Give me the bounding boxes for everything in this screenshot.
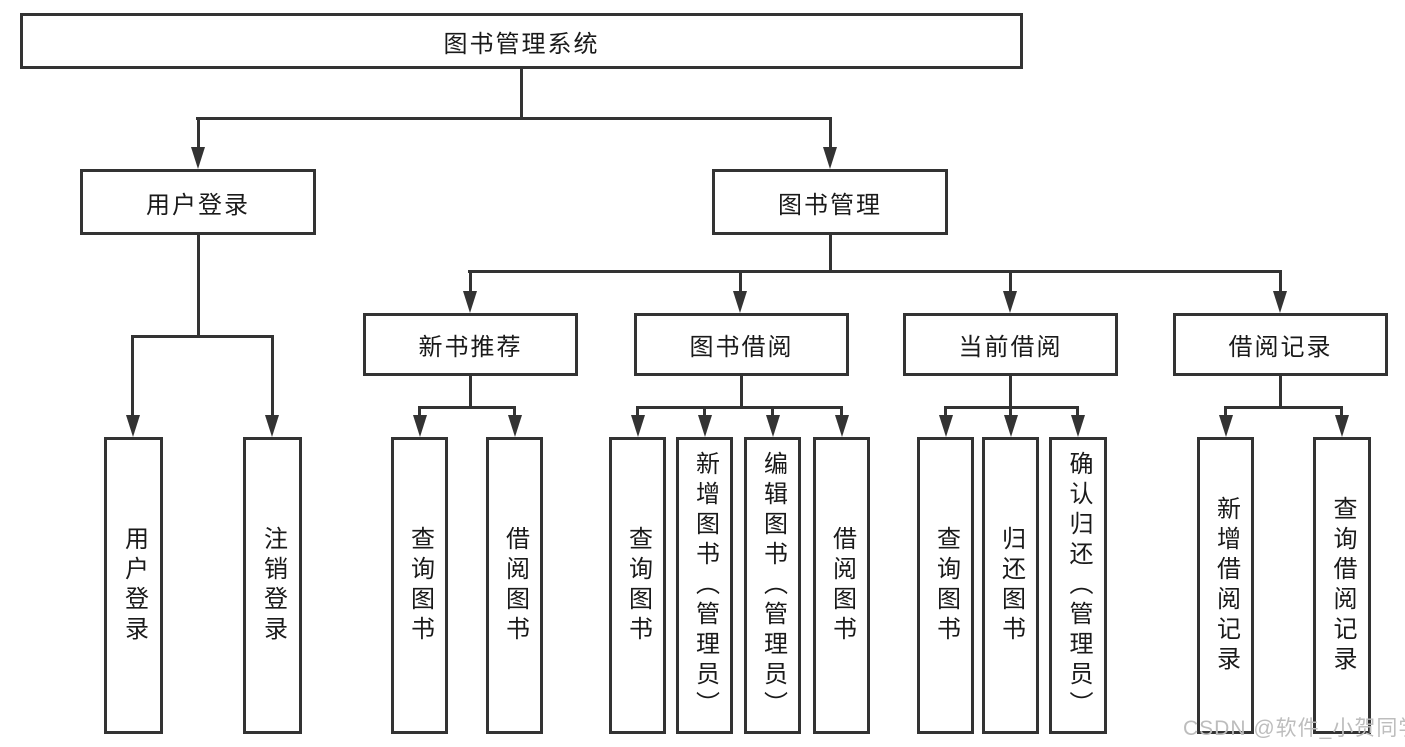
arrow-down-icon bbox=[1273, 291, 1287, 313]
connector-vline bbox=[197, 235, 200, 338]
leaf-records-query-record: 查询借阅记录 bbox=[1313, 437, 1371, 734]
connector-hline bbox=[196, 117, 832, 120]
leaf-borrowing-query-books: 查询图书 bbox=[609, 437, 666, 734]
arrow-down-icon bbox=[463, 291, 477, 313]
arrow-down-icon bbox=[1335, 415, 1349, 437]
connector-vline bbox=[513, 406, 516, 418]
arrow-down-icon bbox=[413, 415, 427, 437]
node-borrow-records: 借阅记录 bbox=[1173, 313, 1388, 376]
node-book-management: 图书管理 bbox=[712, 169, 948, 235]
node-current-borrowing: 当前借阅 bbox=[903, 313, 1118, 376]
connector-hline bbox=[418, 406, 516, 409]
arrow-down-icon bbox=[508, 415, 522, 437]
arrow-down-icon bbox=[1004, 415, 1018, 437]
connector-hline bbox=[131, 335, 274, 338]
leaf-recommend-query-books: 查询图书 bbox=[391, 437, 448, 734]
leaf-logout: 注销登录 bbox=[243, 437, 302, 734]
arrow-down-icon bbox=[126, 415, 140, 437]
connector-vline bbox=[829, 235, 832, 273]
connector-vline bbox=[418, 406, 421, 418]
connector-vline bbox=[469, 376, 472, 408]
connector-vline bbox=[636, 406, 639, 418]
connector-hline bbox=[468, 270, 1282, 273]
leaf-borrowing-add-books-admin: 新增图书（管理员） bbox=[676, 437, 733, 734]
arrow-down-icon bbox=[939, 415, 953, 437]
connector-vline bbox=[1279, 376, 1282, 408]
arrow-down-icon bbox=[265, 415, 279, 437]
connector-vline bbox=[271, 335, 274, 417]
arrow-down-icon bbox=[631, 415, 645, 437]
connector-vline bbox=[1279, 270, 1282, 293]
connector-vline bbox=[1009, 406, 1012, 418]
leaf-current-confirm-return-admin: 确认归还（管理员） bbox=[1049, 437, 1107, 734]
connector-vline bbox=[840, 406, 843, 418]
connector-vline bbox=[829, 117, 832, 148]
connector-hline bbox=[636, 406, 843, 409]
connector-vline bbox=[469, 270, 472, 293]
leaf-borrowing-borrow-books: 借阅图书 bbox=[813, 437, 870, 734]
arrow-down-icon bbox=[1071, 415, 1085, 437]
node-root: 图书管理系统 bbox=[20, 13, 1023, 69]
arrow-down-icon bbox=[766, 415, 780, 437]
connector-vline bbox=[1340, 406, 1343, 418]
connector-vline bbox=[1009, 376, 1012, 408]
connector-vline bbox=[739, 270, 742, 293]
leaf-records-add-record: 新增借阅记录 bbox=[1197, 437, 1254, 734]
watermark: CSDN @软件_小贺同学 bbox=[1183, 717, 1405, 740]
node-book-borrowing: 图书借阅 bbox=[634, 313, 849, 376]
leaf-recommend-borrow-books: 借阅图书 bbox=[486, 437, 543, 734]
node-new-book-recommend: 新书推荐 bbox=[363, 313, 578, 376]
connector-vline bbox=[197, 117, 200, 148]
arrow-down-icon bbox=[191, 147, 205, 169]
arrow-down-icon bbox=[835, 415, 849, 437]
connector-vline bbox=[520, 69, 523, 119]
node-user-login: 用户登录 bbox=[80, 169, 316, 235]
connector-vline bbox=[740, 376, 743, 408]
connector-vline bbox=[1076, 406, 1079, 418]
connector-vline bbox=[131, 335, 134, 417]
connector-hline bbox=[1224, 406, 1343, 409]
leaf-current-query-books: 查询图书 bbox=[917, 437, 974, 734]
connector-vline bbox=[703, 406, 706, 418]
connector-vline bbox=[1224, 406, 1227, 418]
arrow-down-icon bbox=[1219, 415, 1233, 437]
connector-vline bbox=[771, 406, 774, 418]
arrow-down-icon bbox=[698, 415, 712, 437]
arrow-down-icon bbox=[733, 291, 747, 313]
connector-vline bbox=[944, 406, 947, 418]
arrow-down-icon bbox=[823, 147, 837, 169]
arrow-down-icon bbox=[1003, 291, 1017, 313]
connector-vline bbox=[1009, 270, 1012, 293]
leaf-user-login: 用户登录 bbox=[104, 437, 163, 734]
leaf-borrowing-edit-books-admin: 编辑图书（管理员） bbox=[744, 437, 801, 734]
leaf-current-return-books: 归还图书 bbox=[982, 437, 1039, 734]
